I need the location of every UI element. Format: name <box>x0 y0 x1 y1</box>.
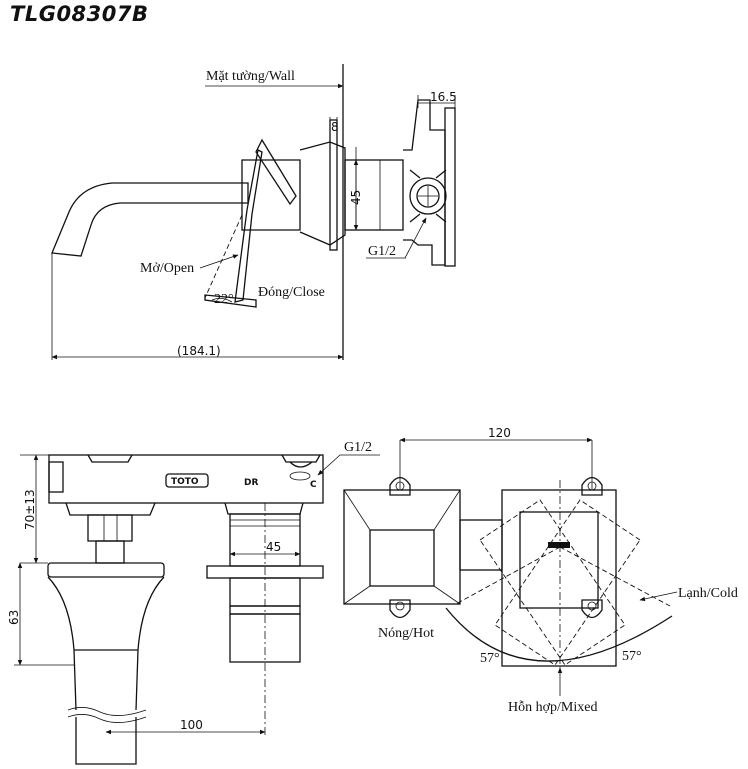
c-mark: C <box>310 480 317 490</box>
inlet-inner <box>416 184 440 208</box>
angle-arc <box>211 298 233 303</box>
base-flange <box>47 562 165 578</box>
front-thread-label: G1/2 <box>344 440 372 455</box>
handle-cold-outline <box>494 499 641 666</box>
bar-end-block <box>48 461 64 493</box>
lug-top-right <box>581 476 603 496</box>
spout-bevel-bl <box>343 585 371 605</box>
stem-neck <box>95 540 125 564</box>
front-view: TOTO DR C 45 G <box>7 440 380 765</box>
handle-tip <box>204 294 257 308</box>
spacing-dim: 120 <box>488 426 511 440</box>
cartridge-dim: 45 <box>266 540 281 554</box>
cap-right <box>281 454 321 463</box>
cartridge-lower <box>229 613 301 663</box>
cartridge-collar <box>224 502 304 515</box>
angle-right-label: 57° <box>622 649 642 664</box>
model-title: TLG08307B <box>10 2 149 26</box>
handle-plate <box>501 489 617 667</box>
lug-hole-bl <box>395 601 405 611</box>
cold-label: Lạnh/Cold <box>678 586 738 601</box>
spout-bevel-br <box>433 585 461 605</box>
handle-lever <box>234 149 263 303</box>
dr-mark: DR <box>244 478 258 488</box>
handle-hot-outline <box>479 499 626 666</box>
bracket-dim: 16.5 <box>430 90 457 104</box>
spout-top <box>369 529 435 587</box>
spout <box>51 182 249 257</box>
swing-arc <box>445 607 673 662</box>
lug-bottom-right <box>581 599 603 619</box>
cap-left <box>87 454 133 463</box>
break-line-a <box>67 707 147 716</box>
cap-right-curve <box>289 461 313 468</box>
cap-right-hole <box>289 471 311 481</box>
lower-pipe <box>75 717 137 765</box>
inlet-outer <box>409 177 447 215</box>
stem-collar <box>65 502 156 516</box>
body-dim: 45 <box>349 190 363 205</box>
height-dim: 70±13 <box>23 489 37 530</box>
handle-top <box>255 138 297 206</box>
angle-label: 22° <box>214 292 234 307</box>
thread-leader <box>404 217 427 259</box>
inlet-fins <box>409 169 447 223</box>
escutcheon <box>299 141 346 246</box>
spout-flange <box>343 489 461 605</box>
handle-base <box>519 511 599 609</box>
brand-label: TOTO <box>171 477 199 487</box>
front-thread-leader <box>317 454 341 476</box>
body-flare-left <box>47 576 77 711</box>
plate-dim: 8 <box>331 120 339 134</box>
thread-label: G1/2 <box>368 244 396 259</box>
spout-bevel-tr <box>433 489 461 531</box>
mixed-label: Hỗn hợp/Mixed <box>508 700 597 715</box>
open-label: Mở/Open <box>140 261 194 276</box>
close-label: Đóng/Close <box>258 285 325 300</box>
stem-block <box>87 514 133 542</box>
handle-logo <box>548 542 570 548</box>
spout-bevel-tl <box>343 489 371 531</box>
top-view: 120 57° 57° Lạnh/Col <box>343 426 738 715</box>
offset-dim: 100 <box>180 718 203 732</box>
handle-open-arc-line <box>204 214 243 299</box>
side-view: Mặt tường/Wall 8 22° Mở/Open Đóng/Close … <box>51 64 457 360</box>
wall-plate <box>329 119 338 251</box>
hot-label: Nóng/Hot <box>378 626 434 641</box>
lug-hole-br <box>587 601 597 611</box>
base-dim: 63 <box>7 610 21 625</box>
lug-bottom-left <box>389 599 411 619</box>
brand-plate <box>165 473 209 488</box>
angle-left-label: 57° <box>480 651 500 666</box>
lug-top-left <box>389 476 411 496</box>
body-flare-right <box>135 576 165 711</box>
break-line-b <box>67 714 147 723</box>
open-leader <box>199 254 239 269</box>
bracket-plate <box>444 107 456 267</box>
wall-label: Mặt tường/Wall <box>206 69 295 84</box>
valve-body <box>241 159 301 231</box>
length-dim: (184.1) <box>177 344 221 358</box>
hot-position-line <box>455 546 561 605</box>
cold-leader <box>639 591 678 602</box>
cartridge-body <box>344 159 404 231</box>
mounting-bracket <box>403 99 446 266</box>
